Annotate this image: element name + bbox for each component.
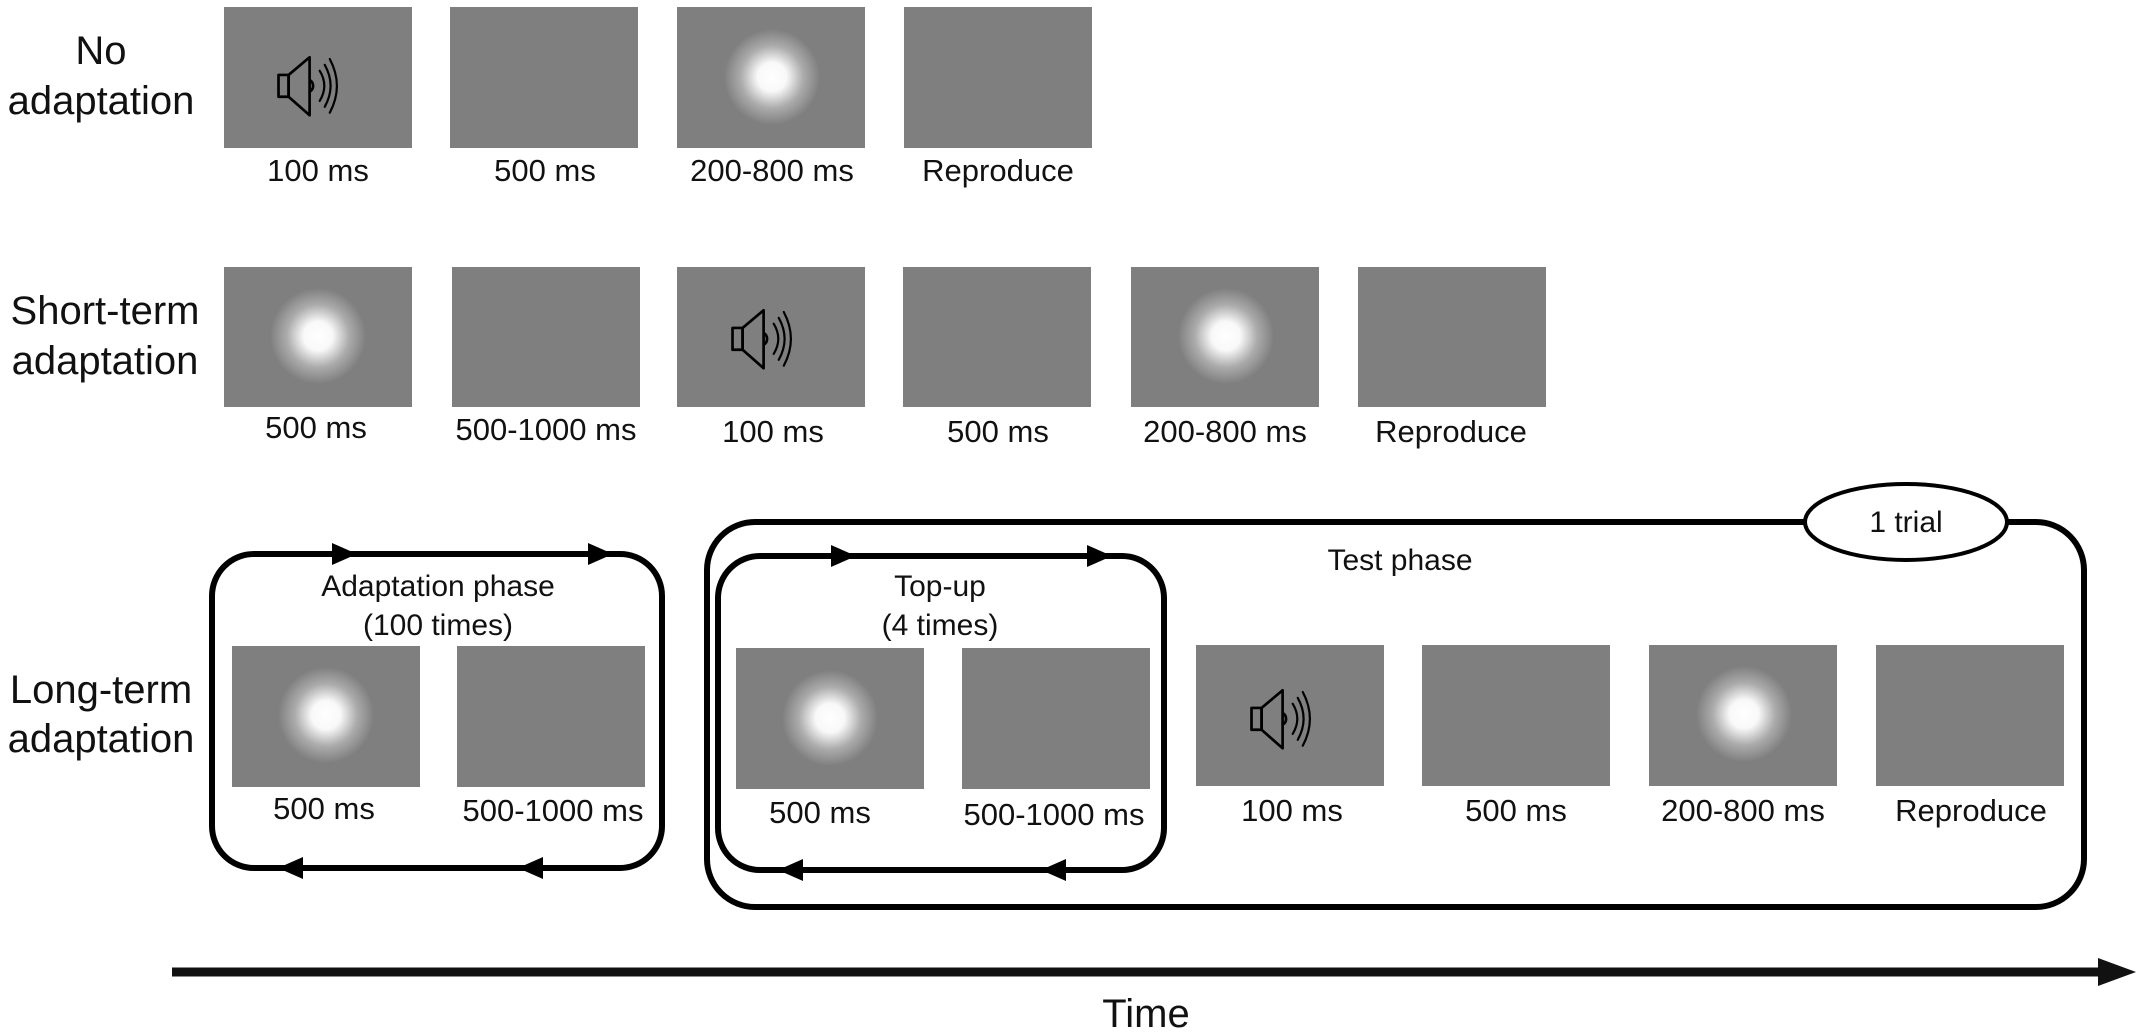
duration-label: 500 ms [769,795,871,830]
trial-badge [1803,482,2009,562]
duration-label: 500 ms [947,414,1049,449]
frame-long-term-8 [1876,645,2064,786]
test-phase-loop [704,482,2087,910]
flash-stimulus [278,667,374,763]
duration-label: 500 ms [265,410,367,445]
adaptation-phase-title: Adaptation phase [321,570,555,603]
time-axis-label: Time [1102,992,1189,1034]
frame-short-term-4 [903,267,1091,407]
duration-label: 200-800 ms [1143,414,1307,449]
flash-stimulus [270,288,366,384]
row-label-no-adaptation-line1: No [75,29,126,73]
frame-short-term-5 [1131,267,1319,407]
duration-label: Reproduce [1375,414,1527,449]
frame-short-term-2 [452,267,640,407]
duration-label: 200-800 ms [690,153,854,188]
frame-long-term-4 [962,648,1150,789]
frame-long-term-7 [1649,645,1837,786]
test-phase-title: Test phase [1327,544,1472,577]
frame-long-term-1 [232,646,420,787]
time-axis [172,958,2136,986]
loop-arrow-left-icon [778,859,803,881]
loop-arrow-right-icon [588,543,613,565]
duration-label: 200-800 ms [1661,793,1825,828]
duration-label: Reproduce [1895,793,2047,828]
frame-long-term-3 [736,648,924,789]
frame-short-term-6 [1358,267,1546,407]
top-up-title: Top-up [894,570,986,603]
loop-arrow-left-icon [278,857,303,879]
frame-no-adaptation-3 [677,7,865,148]
duration-label: Reproduce [922,153,1074,188]
frame-long-term-5 [1196,645,1384,786]
duration-label: 500-1000 ms [456,412,637,447]
flash-stimulus [782,670,878,766]
row-label-long-term-line1: Long-term [10,668,192,712]
flash-stimulus [1696,666,1792,762]
duration-label: 500 ms [494,153,596,188]
flash-stimulus [1178,288,1274,384]
duration-label: 500-1000 ms [463,793,644,828]
loop-arrow-left-icon [518,857,543,879]
frame-no-adaptation-2 [450,7,638,148]
row-label-short-term-line2: adaptation [12,339,199,383]
frame-short-term-3 [677,267,865,407]
top-up-loop [715,545,1167,881]
flash-stimulus [724,29,820,125]
frame-no-adaptation-1 [224,7,412,148]
frame-no-adaptation-4 [904,7,1092,148]
duration-label: 500-1000 ms [964,797,1145,832]
loop-arrow-right-icon [831,545,856,567]
duration-label: 100 ms [1241,793,1343,828]
loop-arrow-right-icon [332,543,357,565]
loop-arrow-right-icon [1087,545,1112,567]
trial-badge-label: 1 trial [1869,506,1942,539]
row-label-no-adaptation-line2: adaptation [8,79,195,123]
adaptation-phase-count: (100 times) [363,609,513,642]
adaptation-phase-loop [209,543,665,879]
top-up-count: (4 times) [882,609,999,642]
frame-long-term-6 [1422,645,1610,786]
duration-label: 100 ms [267,153,369,188]
duration-label: 500 ms [273,791,375,826]
duration-label: 500 ms [1465,793,1567,828]
time-arrowhead-icon [2098,958,2136,986]
frame-long-term-2 [457,646,645,787]
row-label-short-term-line1: Short-term [11,289,200,333]
row-label-long-term-line2: adaptation [8,717,195,761]
duration-label: 100 ms [722,414,824,449]
loop-arrow-left-icon [1041,859,1066,881]
frame-short-term-1 [224,267,412,407]
